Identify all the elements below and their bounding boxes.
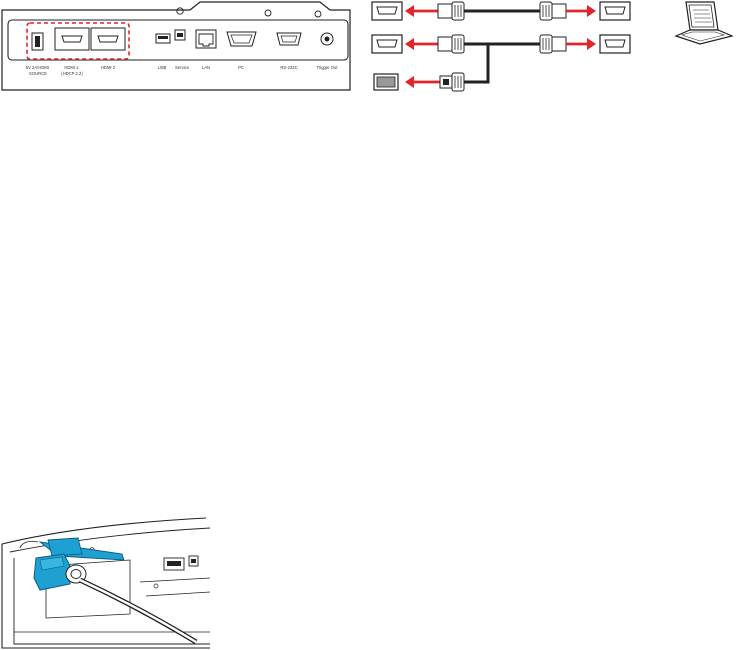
lan-port	[195, 29, 217, 49]
usb-port	[155, 33, 171, 44]
rs232c-label: RS-232C	[280, 65, 297, 70]
usb-power-port	[31, 32, 44, 51]
hdmi-plug-left-2	[437, 34, 465, 54]
hdmi-highlight-box	[26, 22, 130, 60]
hdmi-plug-right-2	[539, 34, 567, 54]
hdmi-port-left-2	[371, 34, 403, 54]
cable-cover-blue	[33, 537, 125, 591]
hdmi2-port	[90, 27, 126, 51]
hdmi1-label-line1: HDMI 1	[64, 65, 79, 70]
power-cable	[65, 564, 198, 645]
lan-label: LAN	[202, 65, 210, 70]
hdmi-port-detail	[163, 555, 199, 571]
hdmi1-label-line2: (HDCP 2.2)	[61, 71, 83, 76]
hdmi1-port	[54, 27, 90, 51]
hdmi1-label: HDMI 1 (HDCP 2.2)	[61, 65, 83, 76]
projector-rear-panel: 5V 2A/HDMI SOURCE HDMI 1 (HDCP 2.2) HDMI…	[0, 0, 352, 92]
rs232c-port	[276, 32, 302, 46]
trigger-out-port	[320, 32, 334, 46]
service-label: Service	[175, 65, 190, 70]
laptop-icon	[674, 1, 734, 45]
hdmi2-label: HDMI 2	[101, 65, 116, 70]
hdmi-port-right-1	[599, 1, 631, 21]
power-cable-branch	[464, 44, 490, 84]
usb-power-label-line1: 5V 2A/HDMI	[26, 65, 49, 70]
trigger-out-label: Trigger Out	[316, 65, 338, 70]
projector-body-outline	[1, 544, 210, 649]
cable-cover-detail-illustration	[0, 514, 212, 650]
pc-label: PC	[238, 65, 244, 70]
hdmi-plug-right-1	[539, 1, 567, 21]
usb-label: USB	[158, 65, 167, 70]
usb-port-left-3	[373, 73, 399, 91]
usb-power-label: 5V 2A/HDMI SOURCE	[26, 65, 50, 76]
hdmi-plug-left-1	[437, 1, 465, 21]
hdmi-cable-diagram	[360, 0, 740, 100]
service-port	[174, 29, 186, 41]
usb-power-label-line2: SOURCE	[29, 71, 47, 76]
pc-vga-port	[226, 31, 257, 47]
hdmi-port-right-2	[599, 34, 631, 54]
usb-plug-left-3	[439, 72, 465, 92]
hdmi-port-left-1	[371, 1, 403, 21]
